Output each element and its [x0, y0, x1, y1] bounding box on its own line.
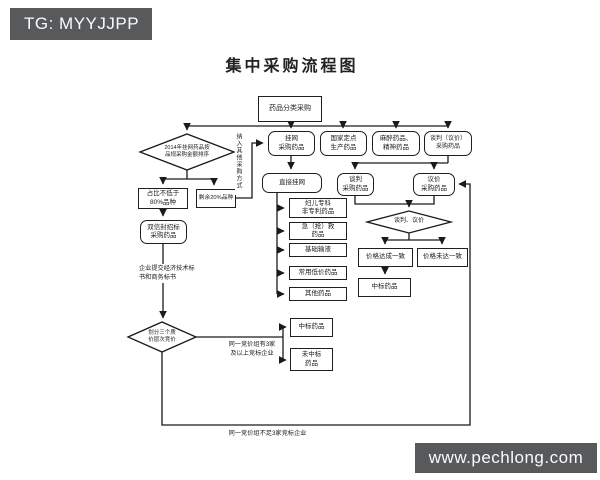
- node-winning-drugs: 中标药品: [358, 278, 411, 297]
- node-online-listed-procurement: 挂网 采购药品: [268, 131, 315, 156]
- edge-label-less-than-three-bidders: 同一竞价组不足3家竞标企业: [228, 430, 307, 437]
- node-other-drugs: 其他药品: [289, 287, 347, 301]
- node-direct-listing: 直接挂网: [262, 173, 322, 193]
- edge-label-other-procurement-method: 纳入其他采购方式: [235, 133, 241, 195]
- node-top-80-percent: 占比不低于 80%品种: [138, 188, 188, 209]
- watermark-top-left: TG: MYYJJPP: [10, 8, 152, 40]
- diamond-label-quality-tiers: 划分三个质 价层次竞价: [148, 329, 176, 343]
- node-drug-classification: 药品分类采购: [258, 96, 322, 122]
- diamond-quality-tiers: [126, 321, 198, 353]
- node-price-agreed: 价格达成一致: [358, 248, 413, 267]
- node-price-not-agreed: 价格未达一致: [417, 248, 468, 267]
- edge-label-submit-bids: 企业提交经济技术标 书和商务标书: [139, 264, 211, 283]
- edge-label-three-or-more-bidders: 同一竞价组有3家 及以上竞标企业: [228, 341, 276, 358]
- node-double-envelope-bidding: 双信封招标 采购药品: [140, 220, 187, 244]
- node-negotiation-pricing-procurement: 谈判（议价） 采购药品: [424, 131, 472, 156]
- node-pediatric-specialty-nonpatent: 妇儿专科 非专利药品: [289, 198, 347, 218]
- diamond-negotiate-decision: [364, 210, 454, 234]
- node-narcotic-psychotropic-drugs: 麻醉药品、 精神药品: [372, 131, 420, 156]
- node-emergency-rescue-drugs: 急（抢）救 药品: [289, 222, 347, 240]
- node-common-low-price-drugs: 常用低价药品: [289, 266, 347, 280]
- diamond-label-negotiate-decision: 谈判、议价: [393, 218, 424, 225]
- node-national-designated-production: 国家定点 生产药品: [320, 131, 367, 156]
- node-remaining-20-percent: 剩余20%品种: [196, 189, 236, 208]
- node-price-negotiated-drugs: 议价 采购药品: [413, 173, 455, 196]
- watermark-bottom-right: www.pechlong.com: [415, 443, 597, 473]
- page-title: 集中采购流程图: [225, 58, 359, 75]
- node-bid-winning-drugs: 中标药品: [290, 318, 333, 337]
- diamond-sort-2014: [138, 133, 236, 171]
- node-bid-not-winning-drugs: 未中标 药品: [290, 348, 333, 371]
- node-basic-infusion: 基础输液: [289, 243, 347, 257]
- diamond-label-sort-2014: 2014年挂网药品按 品规采购金额排序: [164, 144, 210, 158]
- node-negotiation-procured-drugs: 谈判 采购药品: [337, 173, 374, 196]
